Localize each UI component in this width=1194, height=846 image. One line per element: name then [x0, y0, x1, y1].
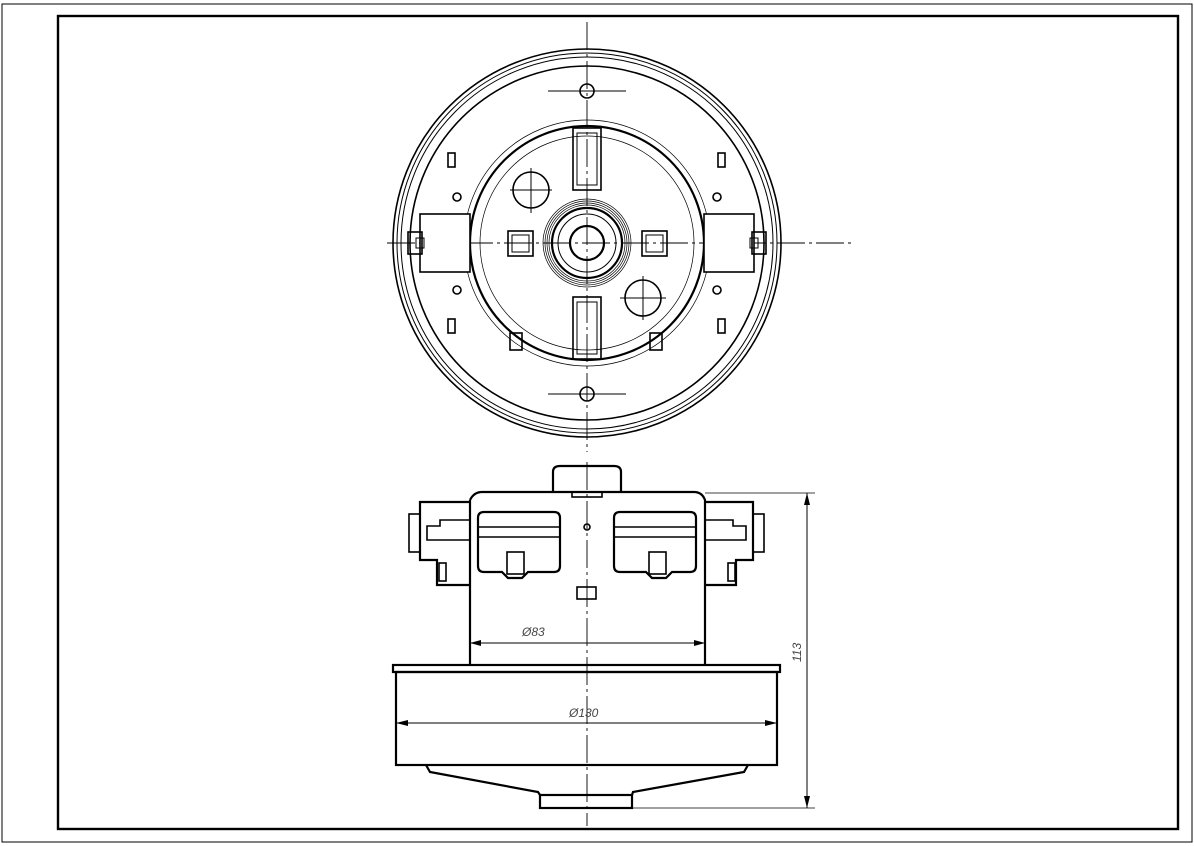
side-brush-left-inner	[426, 519, 470, 541]
bearing-ring-5	[550, 206, 624, 280]
vent-slot-1	[447, 152, 456, 168]
housing-body	[468, 490, 707, 665]
side-terminal-right	[752, 513, 765, 553]
side-view: Ø83 Ø130 113	[391, 462, 815, 826]
housing-inner-ring	[479, 135, 695, 351]
hole-small-2	[712, 192, 722, 202]
vent-window-right	[612, 510, 698, 580]
vent-slot-2	[717, 152, 726, 168]
bottom-cone	[425, 764, 749, 796]
slot-bottom-inner	[576, 301, 598, 355]
dim-label-130: Ø130	[568, 706, 599, 720]
dim-label-83: Ø83	[521, 625, 545, 639]
inlet-ring	[538, 793, 634, 810]
outer-ring	[392, 48, 782, 438]
side-terminal-left	[408, 513, 421, 553]
terminal-left	[407, 231, 423, 255]
lug-right	[649, 332, 663, 351]
top-view	[387, 22, 852, 452]
flange-ring	[409, 65, 765, 421]
top-cap	[551, 464, 623, 492]
slot-top	[572, 127, 602, 191]
side-brush-right-inner	[705, 519, 747, 541]
pad-left	[507, 230, 534, 257]
shaft	[568, 224, 606, 262]
vent-slot-3	[447, 318, 456, 334]
screw-hole	[583, 523, 591, 531]
bearing-ring-1	[542, 198, 632, 288]
dim-label-113: 113	[790, 643, 804, 662]
side-brush-left	[418, 500, 470, 587]
terminal-right-pin	[749, 237, 759, 249]
pad-right-inner	[645, 234, 664, 253]
pad-right	[641, 230, 668, 257]
bearing-ring-2	[544, 200, 630, 286]
hole-small-4	[712, 285, 722, 295]
hole-small-1	[452, 192, 462, 202]
terminal-left-pin	[415, 237, 425, 249]
slot-bottom	[572, 296, 602, 360]
hole-small-3	[452, 285, 462, 295]
sheet-outer-border	[1, 3, 1193, 843]
side-tab	[576, 586, 597, 600]
fan-housing	[394, 670, 779, 767]
bearing-ring-6	[557, 213, 617, 273]
side-brush-right	[705, 500, 755, 587]
vent-window-left	[476, 510, 562, 580]
sheet-frame	[56, 14, 1180, 831]
terminal-right	[751, 231, 767, 255]
lug-left	[509, 332, 523, 351]
slot-top-inner	[576, 132, 598, 186]
bearing-ring-4	[548, 204, 626, 282]
outer-ring-3	[400, 56, 774, 430]
brush-holder-left	[419, 213, 471, 273]
vent-slot-4	[717, 318, 726, 334]
bearing-ring-3	[546, 202, 628, 284]
brush-holder-right	[703, 213, 755, 273]
pad-left-inner	[511, 234, 530, 253]
outer-ring-2	[396, 52, 778, 434]
